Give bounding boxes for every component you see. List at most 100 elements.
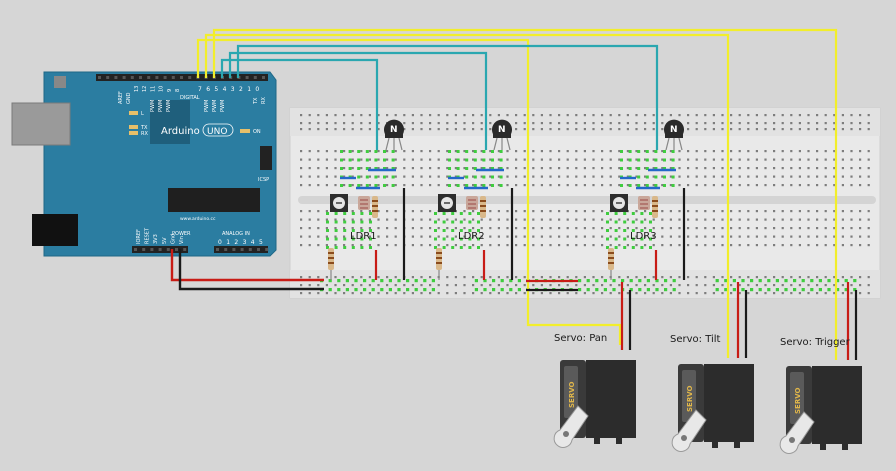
ldr-label: LDR3: [630, 231, 657, 242]
power-pin-label: 5V: [162, 237, 168, 244]
servo-body-label: SERVO: [568, 381, 576, 408]
breadboard-hole-active: [492, 279, 496, 283]
digital-pin-label: 7: [198, 86, 202, 93]
breadboard-hole-active: [423, 288, 427, 292]
power-pin-label: 3V3: [153, 234, 159, 244]
breadboard-hole-active: [818, 288, 822, 292]
ldr-sensor: [466, 196, 478, 210]
breadboard-hole-active: [380, 279, 384, 283]
rx-led: [129, 131, 138, 135]
tx-led: [129, 125, 138, 129]
breadboard-hole-active: [827, 288, 831, 292]
breadboard-hole-active: [423, 279, 427, 283]
digital-pin-label: 10: [159, 86, 165, 92]
breadboard-hole-active: [646, 279, 650, 283]
breadboard-hole-active: [603, 288, 607, 292]
breadboard-hole-active: [732, 288, 736, 292]
analog-pin-label: 3: [243, 239, 247, 246]
reset-button: [54, 76, 66, 88]
breadboard-hole-active: [775, 279, 779, 283]
breadboard-hole-active: [664, 288, 668, 292]
breadboard-hole-active: [595, 288, 599, 292]
breadboard-hole-active: [750, 288, 754, 292]
breadboard-hole-active: [431, 279, 435, 283]
servo-body-label: SERVO: [686, 385, 694, 412]
breadboard-hole-active: [758, 279, 762, 283]
analog-pin-label: 2: [234, 239, 238, 246]
gnd-pin-label: GND: [126, 92, 132, 104]
breadboard-hole-active: [371, 279, 375, 283]
breadboard-hole-active: [672, 288, 676, 292]
servo-body-label: SERVO: [794, 387, 802, 414]
servo-body: [704, 364, 754, 442]
breadboard-hole-active: [629, 288, 633, 292]
breadboard-hole-active: [836, 279, 840, 283]
breadboard-hole-active: [397, 279, 401, 283]
rx-pin-label: RX: [261, 97, 267, 104]
pwm-pin-label: PWM: [158, 100, 164, 112]
breadboard-hole-active: [793, 288, 797, 292]
breadboard-hole-active: [612, 288, 616, 292]
breadboard-hole-active: [414, 279, 418, 283]
breadboard-hole-active: [431, 288, 435, 292]
breadboard-hole-active: [509, 279, 513, 283]
breadboard-hole-active: [345, 288, 349, 292]
breadboard-hole-active: [741, 279, 745, 283]
analog-pin-label: 4: [251, 239, 255, 246]
wire-5v: [170, 249, 324, 282]
wire-tilt-signal: [204, 33, 730, 358]
breadboard-hole-active: [629, 279, 633, 283]
breadboard-hole-active: [406, 279, 410, 283]
servo-horn: [553, 405, 589, 448]
board-name: Arduino: [161, 126, 200, 137]
npn-transistor: [664, 119, 685, 138]
breadboard-hole-active: [758, 288, 762, 292]
wire-pan-signal: [196, 38, 622, 345]
icsp-label: ICSP: [258, 177, 269, 183]
rx-led-label: RX: [141, 131, 148, 137]
breadboard-hole-active: [328, 279, 332, 283]
arduino-board: ICSP L TX RX ON Arduino UNO www.arduino.…: [11, 71, 277, 257]
breadboard-hole-active: [517, 288, 521, 292]
breadboard-hole-active: [655, 279, 659, 283]
breadboard-hole-active: [595, 279, 599, 283]
servo-label: Servo: Pan: [554, 333, 607, 344]
power-pin-label: Gnd: [170, 234, 176, 244]
breadboard-hole-active: [380, 288, 384, 292]
digital-pin-label: 6: [206, 86, 210, 93]
breadboard-hole-active: [801, 288, 805, 292]
servo-label: Servo: Trigger: [780, 337, 851, 348]
ldr-sensor: [638, 196, 650, 210]
breadboard-hole-active: [715, 288, 719, 292]
digital-pin-label: 1: [247, 86, 251, 93]
breadboard-hole-active: [784, 279, 788, 283]
analog-label: ANALOG IN: [222, 231, 250, 237]
breadboard-hole-active: [655, 288, 659, 292]
digital-label: DIGITAL: [180, 95, 200, 101]
breadboard-hole-active: [337, 279, 341, 283]
wire-transistor-2: [228, 51, 488, 150]
digital-pin-label: 8: [175, 89, 181, 92]
breadboard-hole-active: [724, 288, 728, 292]
board-site: www.arduino.cc: [180, 216, 216, 222]
digital-pin-label: 12: [142, 86, 148, 92]
wire-transistor-3: [236, 44, 659, 150]
breadboard-hole-active: [354, 279, 358, 283]
digital-pin-label: 9: [167, 89, 173, 92]
breadboard-hole-active: [844, 279, 848, 283]
breadboard-hole-active: [784, 288, 788, 292]
pwm-pin-label: PWM: [212, 100, 218, 112]
breadboard-hole-active: [363, 279, 367, 283]
breadboard-hole-active: [500, 279, 504, 283]
transistor-type-label: N: [498, 125, 506, 135]
breadboard-hole-active: [638, 288, 642, 292]
usb-connector: [11, 102, 71, 146]
breadboard-hole-active: [844, 288, 848, 292]
power-pin-label: IOREF: [136, 229, 142, 244]
breadboard-hole-active: [414, 288, 418, 292]
breadboard-hole-active: [586, 288, 590, 292]
breadboard-hole-active: [388, 288, 392, 292]
